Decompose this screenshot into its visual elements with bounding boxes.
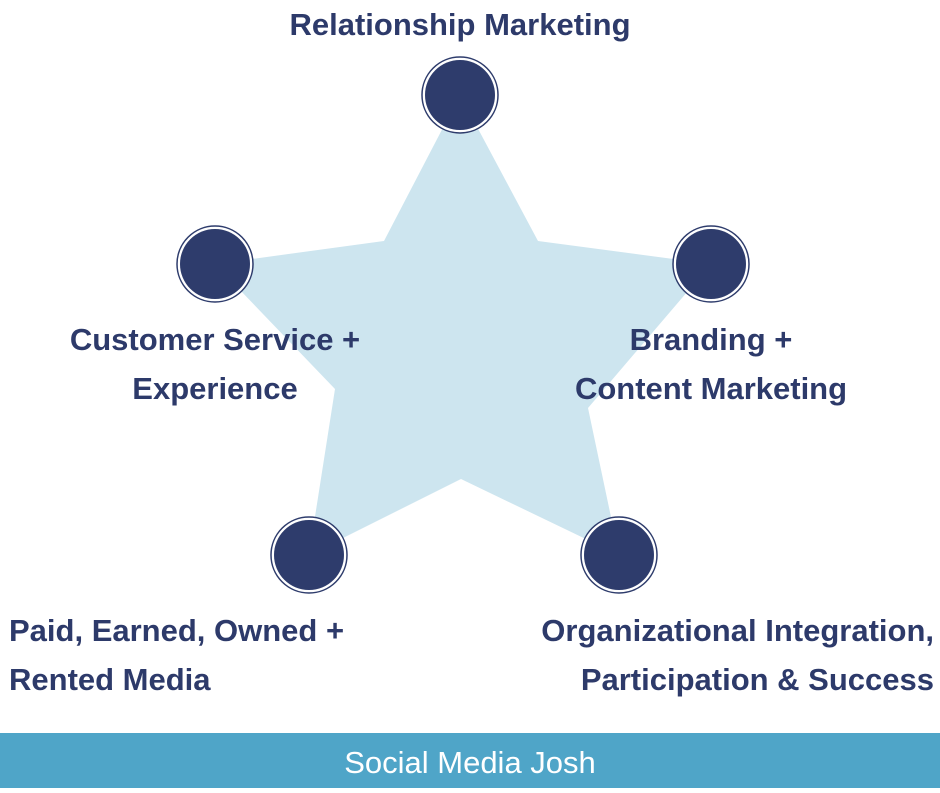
label-customer-service: Customer Service + Experience — [0, 315, 430, 413]
label-branding: Branding + Content Marketing — [490, 315, 932, 413]
footer-banner: Social Media Josh — [0, 733, 940, 788]
label-line: Organizational Integration, — [541, 613, 934, 648]
star-shape — [215, 95, 711, 555]
label-line: Participation & Success — [580, 662, 934, 697]
label-line: Experience — [132, 371, 298, 406]
node-bottom-left — [270, 516, 348, 594]
node-right — [672, 225, 750, 303]
node-bottom-right — [580, 516, 658, 594]
label-line: Customer Service + — [69, 322, 361, 357]
label-line: Paid, Earned, Owned + — [9, 613, 345, 648]
label-organizational: Organizational Integration, Participatio… — [541, 606, 934, 704]
node-top — [421, 56, 499, 134]
node-left — [176, 225, 254, 303]
title-label: Relationship Marketing — [289, 7, 631, 42]
label-line: Rented Media — [9, 662, 211, 697]
label-paid-media: Paid, Earned, Owned + Rented Media — [9, 606, 344, 704]
label-line: Content Marketing — [574, 371, 848, 406]
label-line: Branding + — [629, 322, 793, 357]
